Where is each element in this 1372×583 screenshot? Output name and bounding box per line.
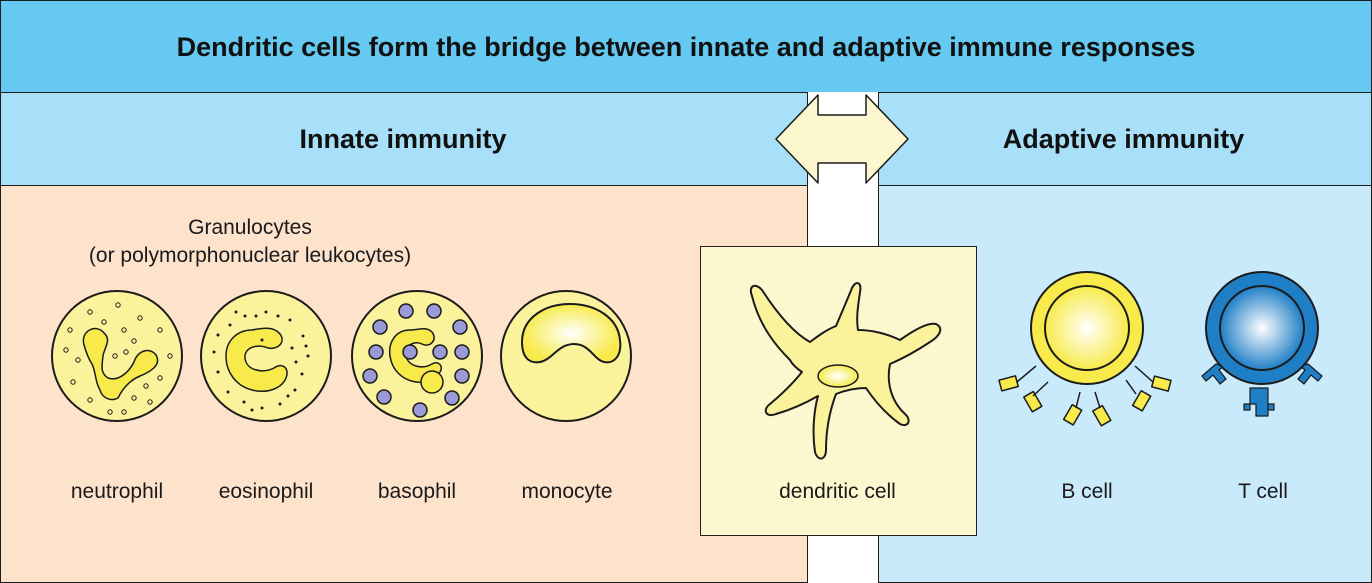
- b-cell-label: B cell: [1061, 480, 1113, 503]
- diagram-title: Dendritic cells form the bridge between …: [176, 32, 1196, 62]
- granulocytes-label-line1: Granulocytes: [188, 216, 312, 239]
- basophil-label: basophil: [377, 480, 457, 503]
- neutrophil-label: neutrophil: [70, 480, 164, 503]
- b-cell-icon: [998, 271, 1172, 427]
- eosinophil-icon: [200, 290, 332, 422]
- adaptive-immunity-label: Adaptive immunity: [1002, 124, 1245, 154]
- neutrophil-icon: [51, 290, 183, 422]
- t-cell-icon: [1201, 271, 1323, 417]
- innate-header-band: [0, 92, 808, 187]
- dendritic-cell-label: dendritic cell: [779, 480, 896, 503]
- t-cell-label: T cell: [1238, 480, 1288, 503]
- granulocytes-label: Granulocytes (or polymorphonuclear leuko…: [40, 214, 460, 270]
- granulocytes-label-line2: (or polymorphonuclear leukocytes): [88, 244, 412, 267]
- bridge-double-arrow: [775, 94, 909, 184]
- monocyte-label: monocyte: [521, 480, 613, 503]
- monocyte-icon: [500, 290, 632, 422]
- eosinophil-label: eosinophil: [218, 480, 314, 503]
- dendritic-cell-icon: [749, 282, 942, 460]
- title-bar: [0, 0, 1372, 94]
- basophil-icon: [351, 290, 483, 422]
- innate-immunity-label: Innate immunity: [299, 124, 507, 154]
